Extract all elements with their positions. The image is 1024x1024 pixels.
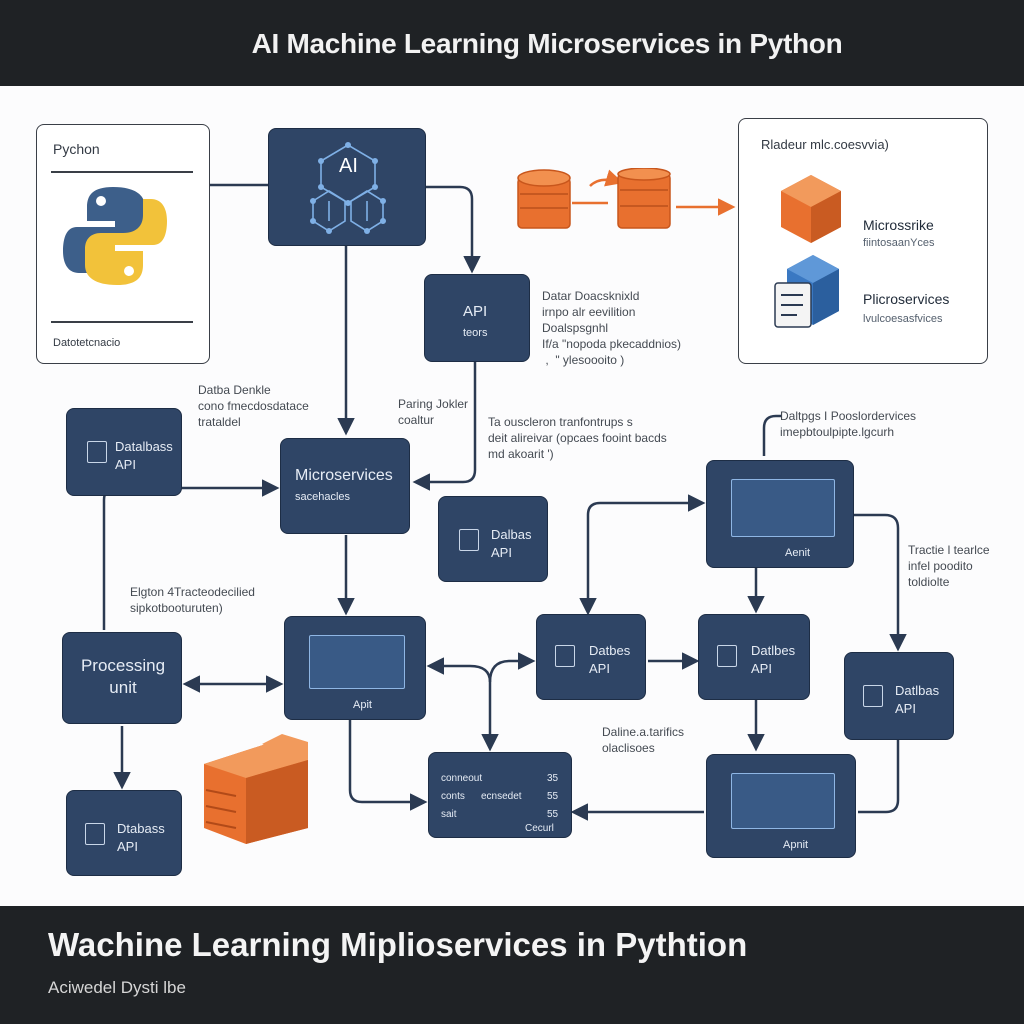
page-title: AI Machine Learning Microservices in Pyt… [251,28,843,59]
database-api-label: Dtabass [117,821,165,836]
document-icon [731,479,835,537]
microservices-node-sub: sacehacles [295,491,351,503]
microservice-item-title: Plicroservices [863,291,950,307]
document-api-label: Apit [353,699,372,711]
database-api-label: API [491,545,512,560]
microservices-panel-title: Rladeur mlc.coesvvia) [761,137,889,152]
document-icon [309,635,405,689]
document-api-node[interactable]: Aenit [706,460,854,568]
database-icon [863,685,883,707]
ai-node-label: AI [339,155,358,177]
microservices-panel: Rladeur mlc.coesvvia) Microssrike fiinto… [738,118,988,364]
database-api-label: API [115,457,136,472]
note-pairing: Paring Jokler coaltur [398,397,469,427]
database-api-label: API [117,839,138,854]
table-cell: ecnsedet [481,791,522,802]
blue-cube-document-icon [774,255,839,328]
processing-unit-node[interactable]: Processing unit [62,632,182,724]
python-panel-title: Pychon [53,141,100,157]
database-api-node[interactable]: Datlbas API [844,652,954,740]
database-icon [459,529,479,551]
database-api-label: Datlbes [751,643,796,658]
document-api-node[interactable]: Apit [284,616,426,720]
table-cell: conts [441,791,465,802]
document-api-label: Aenit [785,547,811,559]
api-node[interactable]: API teors [424,274,530,362]
table-cell: 35 [547,773,559,784]
database-api-node[interactable]: Datbes API [536,614,646,700]
database-api-node[interactable]: Datalbass API [66,408,182,496]
table-cell: Cecurl [525,823,554,834]
python-logo-icon [63,187,167,285]
microservices-node[interactable]: Microservices sacehacles [280,438,410,534]
api-node-title: API [463,303,488,320]
note-elgton: Elgton 4Tracteodecilied sipkotbooturuten… [130,585,255,615]
table-cell: 55 [547,791,559,802]
microservice-item-sub: lvulcoesasfvices [863,313,943,325]
processing-unit-label: Processing unit [80,656,166,697]
database-api-label: Datalbass [115,439,173,454]
note-left-data: Datba Denkle cono fmecdosdatace tratalde… [198,383,309,429]
python-panel: Pychon Datotetcnacio [36,124,210,364]
database-api-label: API [589,661,610,676]
ai-node[interactable]: AI [268,128,426,246]
note-daline: Daline.a.tarifics olaclisoes [602,725,685,755]
database-api-label: Datlbas [895,683,940,698]
database-icon [555,645,575,667]
database-icon [85,823,105,845]
database-icon [87,441,107,463]
database-api-node[interactable]: Datlbes API [698,614,810,700]
database-api-label: API [895,701,916,716]
footer-subtitle: Aciwedel Dysti lbe [48,978,186,997]
database-api-label: Dalbas [491,527,532,542]
document-api-label: Apnit [783,839,809,851]
database-icon [717,645,737,667]
table-cell: conneout [441,773,483,784]
neural-network-icon [310,142,386,234]
note-dataps: Daltpgs I Pooslordervices imepbtoulpipte… [780,409,917,439]
orange-box-icon [204,734,308,844]
note-trace: Tractie l tearlce infel poodito toldiolt… [908,543,990,589]
note-data-flow: Datar Doacsknixld irnpo alr eevilition D… [542,289,682,367]
divider [51,321,193,323]
api-node-sub: teors [463,327,488,339]
database-api-node[interactable]: Dtabass API [66,790,182,876]
microservices-node-title: Microservices [295,467,393,484]
table-cell: sait [441,809,457,820]
document-icon [731,773,835,829]
document-api-node[interactable]: Apnit [706,754,856,858]
microservice-item-sub: fiintosaanYces [863,237,935,249]
footer-bar [0,906,1024,1024]
footer-title: Wachine Learning Miplioservices in Pytht… [48,926,748,963]
database-cylinders-icon [517,168,671,229]
database-api-label: Datbes [589,643,631,658]
header-bar [0,0,1024,86]
microservice-item-title: Microssrike [863,217,934,233]
python-panel-footer: Datotetcnacio [53,337,121,349]
database-api-label: API [751,661,772,676]
table-cell: 55 [547,809,559,820]
orange-cube-icon [781,175,841,243]
database-api-node[interactable]: Dalbas API [438,496,548,582]
divider [51,171,193,173]
data-table-node[interactable]: conneout 35 conts ecnsedet 55 sait 55 Ce… [428,752,572,838]
note-ta: Ta ouscleron tranfontrups s deit alireiv… [488,415,667,461]
